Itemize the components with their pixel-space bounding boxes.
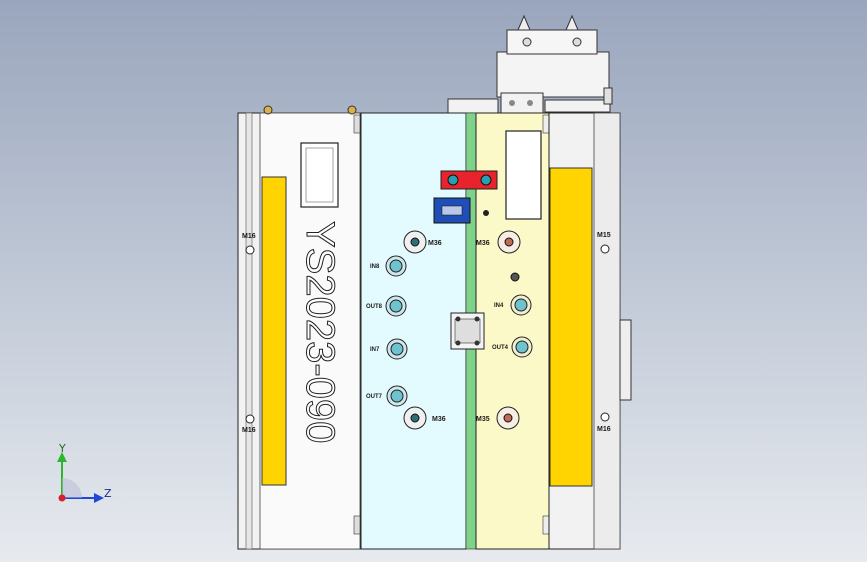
- center-lock-bracket: [450, 312, 485, 350]
- water-port-in8: [385, 255, 407, 277]
- bolt-m16-left-top: [245, 245, 255, 255]
- label-m36-cyan-top: M36: [428, 240, 442, 247]
- label-m16-right-bottom: M16: [597, 426, 611, 433]
- label-m36-yellow-top: M36: [476, 240, 490, 247]
- water-port-out4: [511, 336, 533, 358]
- origin-point: [58, 494, 66, 502]
- bolt-m16-right-bottom: [600, 412, 610, 422]
- label-in7: IN7: [370, 347, 380, 353]
- bolt-m15-right-top: [600, 244, 610, 254]
- right-yellow-window: [549, 167, 593, 487]
- bolt-m36-cyan-bottom: [403, 406, 427, 430]
- side-lug: [619, 319, 632, 401]
- label-in4: IN4: [494, 303, 504, 309]
- label-out4: OUT4: [492, 345, 509, 351]
- label-out8: OUT8: [366, 304, 383, 310]
- label-in8: IN8: [370, 264, 380, 270]
- label-out7: OUT7: [366, 394, 383, 400]
- water-port-in4: [510, 294, 532, 316]
- label-m35-yellow-bottom: M35: [476, 416, 490, 423]
- small-fitting: [510, 272, 520, 282]
- pin-dot: [483, 210, 489, 216]
- bolt-m16-left-bottom: [245, 414, 255, 424]
- right-slot: [505, 130, 542, 220]
- left-nameplate: [300, 142, 339, 208]
- label-m36-cyan-bottom: M36: [432, 416, 446, 423]
- water-port-out7: [386, 385, 408, 407]
- part-number: YS2023-090: [298, 221, 342, 443]
- bolt-m36-yellow-top: [497, 230, 521, 254]
- left-yellow-window: [261, 176, 287, 486]
- label-m16-left-bottom: M16: [242, 427, 256, 434]
- red-locating-block: [440, 170, 498, 190]
- left-clamp-block: [237, 105, 361, 550]
- axis-y-label: Y: [58, 442, 66, 455]
- water-port-in7: [386, 338, 408, 360]
- right-clamp-block: [548, 112, 632, 550]
- axis-triad: Y Z: [57, 442, 112, 503]
- label-m16-left-top: M16: [242, 233, 256, 240]
- blue-connector-block: [433, 197, 471, 224]
- bolt-m35-yellow-bottom: [496, 406, 520, 430]
- bolt-m36-cyan-top: [403, 230, 427, 254]
- top-mechanism: [447, 14, 613, 114]
- label-m15-right-top: M15: [597, 232, 611, 239]
- water-port-out8: [385, 295, 407, 317]
- axis-z-label: Z: [104, 487, 112, 500]
